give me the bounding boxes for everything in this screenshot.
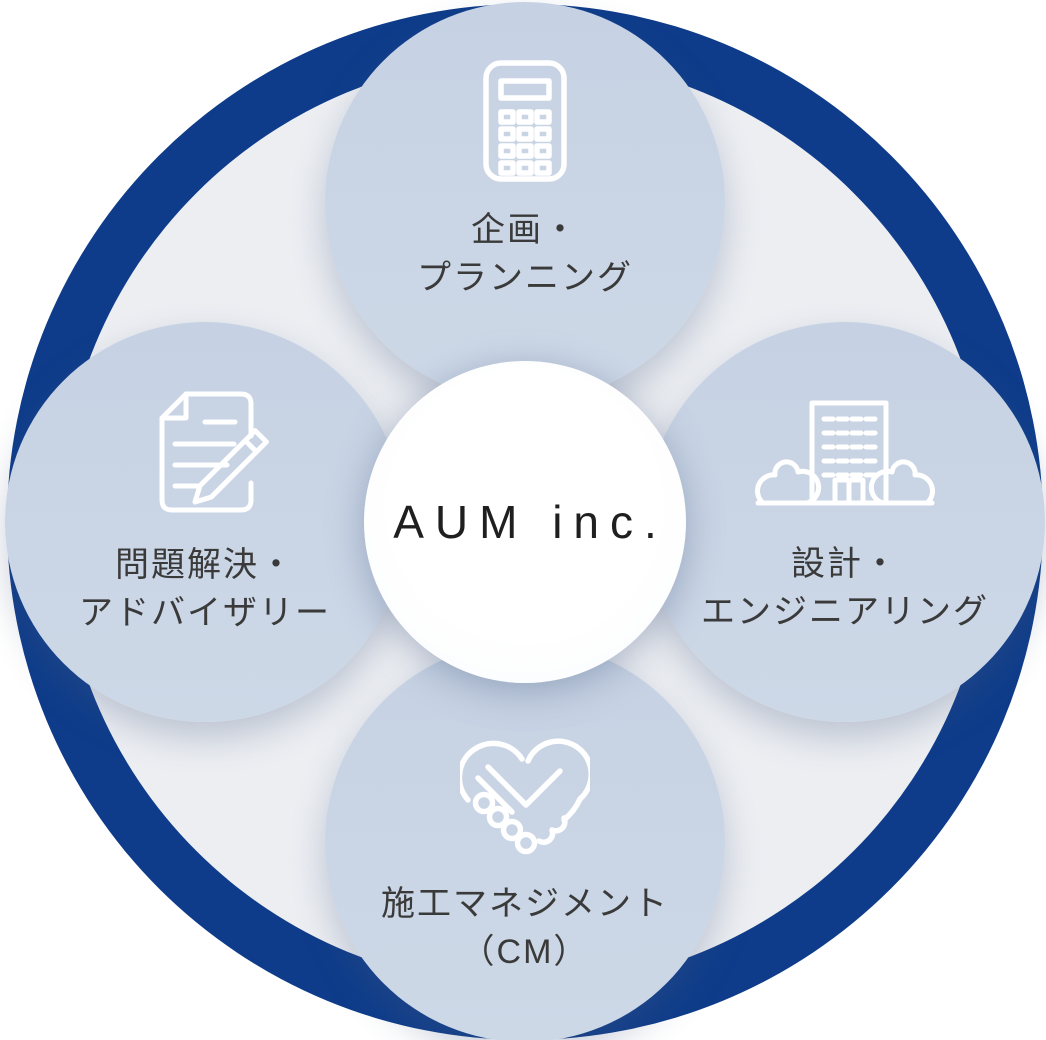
building-icon [755,400,935,506]
label-line: 企画・ [471,211,579,249]
service-node-planning: 企画・ プランニング [325,2,725,402]
brand-name: AUM inc. [393,496,668,548]
service-node-advisory: 問題解決・ アドバイザリー [5,322,405,722]
service-label-construction-management: 施工マネジメント （CM） [381,880,669,976]
document-pencil-icon [159,391,269,513]
label-line: 施工マネジメント [381,885,669,923]
label-line: エンジニアリング [701,593,989,631]
handshake-heart-icon [460,738,590,855]
service-label-design-engineering: 設計・ エンジニアリング [701,540,989,636]
service-node-construction-management: 施工マネジメント （CM） [325,642,725,1040]
service-label-planning: 企画・ プランニング [417,206,633,302]
service-node-design-engineering: 設計・ エンジニアリング [645,322,1045,722]
label-line: プランニング [417,259,633,297]
calculator-icon [483,60,567,182]
label-line: 設計・ [791,545,899,583]
center-circle: AUM inc. [364,361,686,683]
label-line: 問題解決・ [115,546,295,584]
label-line: アドバイザリー [79,594,331,632]
service-label-advisory: 問題解決・ アドバイザリー [79,541,331,637]
label-line: （CM） [460,933,590,971]
